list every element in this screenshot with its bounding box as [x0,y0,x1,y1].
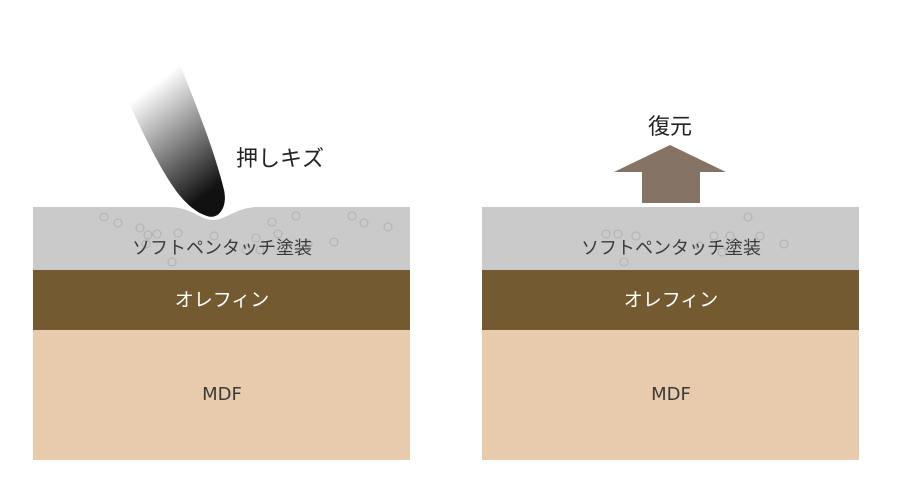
mdf-label: MDF [651,384,691,405]
olefin-layer [482,270,859,330]
coating-label: ソフトペンタッチ塗装 [581,237,761,259]
olefin-label: オレフィン [624,289,719,311]
mdf-layer [482,330,859,460]
coating-layer-restored [482,207,859,270]
bubble-dots [601,212,789,267]
olefin-label: オレフィン [175,289,270,311]
pen-tip-icon [122,60,225,217]
pressure-mark-label: 押しキズ [236,147,324,172]
left-panel: ソフトペンタッチ塗装 オレフィン MDF 押しキズ [33,60,410,460]
coating-layer-dented [33,207,410,270]
olefin-layer [33,270,410,330]
coating-label: ソフトペンタッチ塗装 [132,237,312,259]
mdf-layer [33,330,410,460]
bubble-dots [99,211,393,267]
right-panel: ソフトペンタッチ塗装 オレフィン MDF 復元 [482,115,859,460]
up-arrow-icon [614,145,726,203]
recovery-label: 復元 [648,115,692,140]
mdf-label: MDF [202,384,242,405]
